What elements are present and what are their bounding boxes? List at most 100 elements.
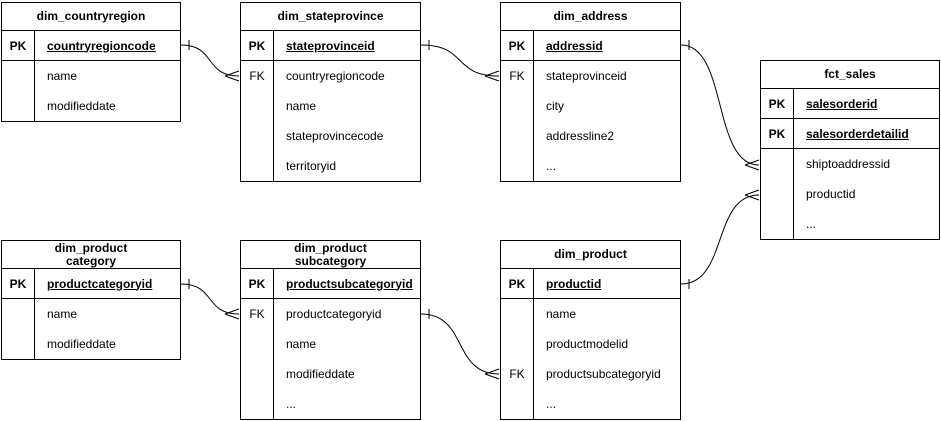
er-row-stateprovincecode: stateprovincecode: [241, 121, 420, 151]
er-row-field-name: productid: [546, 276, 602, 291]
relationship-line: [420, 44, 500, 77]
er-row-key-label: FK: [501, 359, 534, 389]
er-row-key-label: [761, 179, 794, 209]
er-row-countryregioncode: FK countryregioncode: [241, 61, 420, 91]
er-table-rows: PK stateprovinceid FK countryregioncode …: [241, 31, 420, 181]
er-row-name: name: [241, 329, 420, 359]
er-table-rows: PK productsubcategoryid FK productcatego…: [241, 269, 420, 419]
relationship-dim_address-fct_sales[interactable]: [680, 40, 760, 171]
er-row-key-label: [241, 121, 274, 151]
relationship-line: [680, 44, 760, 166]
er-row-key-label: [501, 329, 534, 359]
er-row-key-label: PK: [501, 269, 534, 298]
er-row-name: name: [241, 91, 420, 121]
er-row-modifieddate: modifieddate: [241, 359, 420, 389]
er-row-field-name: ...: [546, 397, 557, 411]
er-row-field-name: countryregioncode: [286, 69, 385, 83]
er-row-field-name: ...: [546, 159, 557, 173]
er-row-key-label: [501, 91, 534, 121]
er-table-fct_sales[interactable]: fct_sales PK salesorderid PK salesorderd…: [760, 60, 940, 240]
er-row-city: city: [501, 91, 680, 121]
relationship-line: [680, 194, 760, 285]
relationship-dim_product_category-dim_product_subcategory[interactable]: [180, 279, 240, 320]
er-row-key-label: [2, 91, 35, 121]
er-row-addressline2: addressline2: [501, 121, 680, 151]
er-row-field-name: stateprovinceid: [546, 69, 627, 83]
relationship-line: [180, 44, 240, 77]
relationship-line: [180, 283, 240, 315]
er-row-modifieddate: modifieddate: [2, 91, 180, 121]
er-row-field-name: city: [546, 99, 564, 113]
er-table-dim_product_category[interactable]: dim_product category PK productcategoryi…: [1, 240, 181, 360]
cardinality-many-crow-foot: [484, 368, 500, 380]
er-row-field-name: productcategoryid: [286, 307, 382, 321]
er-row-key-label: FK: [241, 299, 274, 329]
er-row-field-name: name: [47, 69, 78, 83]
er-row-key-label: [501, 121, 534, 151]
er-row-productmodelid: productmodelid: [501, 329, 680, 359]
er-row-field-name: ...: [806, 217, 817, 231]
er-row-name: name: [2, 299, 180, 329]
er-row-field-name: productsubcategoryid: [286, 276, 413, 291]
cardinality-many-crow-foot: [224, 308, 240, 320]
er-row-productid: PK productid: [501, 269, 680, 299]
er-row-key-label: [241, 91, 274, 121]
er-row-key-label: PK: [241, 269, 274, 298]
er-table-title: dim_product category: [2, 241, 180, 269]
er-table-dim_product_subcategory[interactable]: dim_product subcategory PK productsubcat…: [240, 240, 421, 420]
er-row-field-name: modifieddate: [47, 337, 116, 351]
er-row-countryregioncode: PK countryregioncode: [2, 31, 180, 61]
er-row-field-name: countryregioncode: [47, 38, 156, 53]
er-row-field-name: name: [286, 337, 317, 351]
er-row-field-name: territoryid: [286, 159, 337, 173]
er-table-rows: PK countryregioncode name modifieddate: [2, 31, 180, 121]
relationship-dim_stateprovince-dim_address[interactable]: [420, 40, 500, 82]
er-row-name: name: [501, 299, 680, 329]
er-table-rows: PK salesorderid PK salesorderdetailid sh…: [761, 89, 939, 239]
er-table-title: dim_address: [501, 3, 680, 31]
er-row-field-name: stateprovinceid: [286, 38, 375, 53]
relationship-line: [420, 313, 500, 375]
er-table-dim_product[interactable]: dim_product PK productid name productmod…: [500, 240, 681, 420]
er-row-key-label: PK: [241, 31, 274, 60]
er-row-field-name: modifieddate: [47, 99, 116, 113]
er-row-productcategoryid: PK productcategoryid: [2, 269, 180, 299]
er-row-name: name: [2, 61, 180, 91]
relationship-dim_product_subcategory-dim_product[interactable]: [420, 309, 500, 380]
relationship-dim_product-fct_sales[interactable]: [680, 189, 760, 289]
er-table-dim_countryregion[interactable]: dim_countryregion PK countryregioncode n…: [1, 2, 181, 122]
er-table-rows: PK productid name productmodelid FK prod…: [501, 269, 680, 419]
er-row-key-label: FK: [241, 61, 274, 91]
cardinality-many-crow-foot: [484, 70, 500, 82]
er-row-productid: productid: [761, 179, 939, 209]
er-row-salesorderdetailid: PK salesorderdetailid: [761, 119, 939, 149]
relationship-dim_countryregion-dim_stateprovince[interactable]: [180, 40, 240, 82]
er-row-field-name: ...: [286, 397, 297, 411]
er-row-territoryid: territoryid: [241, 151, 420, 181]
er-table-dim_stateprovince[interactable]: dim_stateprovince PK stateprovinceid FK …: [240, 2, 421, 182]
er-row-addressid: PK addressid: [501, 31, 680, 61]
er-row-key-label: PK: [2, 31, 35, 60]
cardinality-many-crow-foot: [744, 159, 760, 171]
er-table-title: fct_sales: [761, 61, 939, 89]
er-row-modifieddate: modifieddate: [2, 329, 180, 359]
er-table-dim_address[interactable]: dim_address PK addressid FK stateprovinc…: [500, 2, 681, 182]
cardinality-many-crow-foot: [224, 70, 240, 82]
er-row-field-name: salesorderdetailid: [806, 126, 909, 141]
er-row-key-label: PK: [761, 89, 794, 118]
er-row--: ...: [501, 389, 680, 419]
er-row-key-label: PK: [2, 269, 35, 298]
er-row-stateprovinceid: PK stateprovinceid: [241, 31, 420, 61]
er-row-productcategoryid: FK productcategoryid: [241, 299, 420, 329]
er-row-field-name: salesorderid: [806, 96, 878, 111]
er-row-field-name: productmodelid: [546, 337, 629, 351]
er-row-key-label: [241, 359, 274, 389]
er-row-field-name: addressline2: [546, 129, 615, 143]
cardinality-many-crow-foot: [744, 189, 760, 201]
er-row-field-name: productsubcategoryid: [546, 367, 661, 381]
er-table-title: dim_product subcategory: [241, 241, 420, 269]
er-row-field-name: name: [286, 99, 317, 113]
er-row-key-label: [2, 61, 35, 91]
er-row-stateprovinceid: FK stateprovinceid: [501, 61, 680, 91]
